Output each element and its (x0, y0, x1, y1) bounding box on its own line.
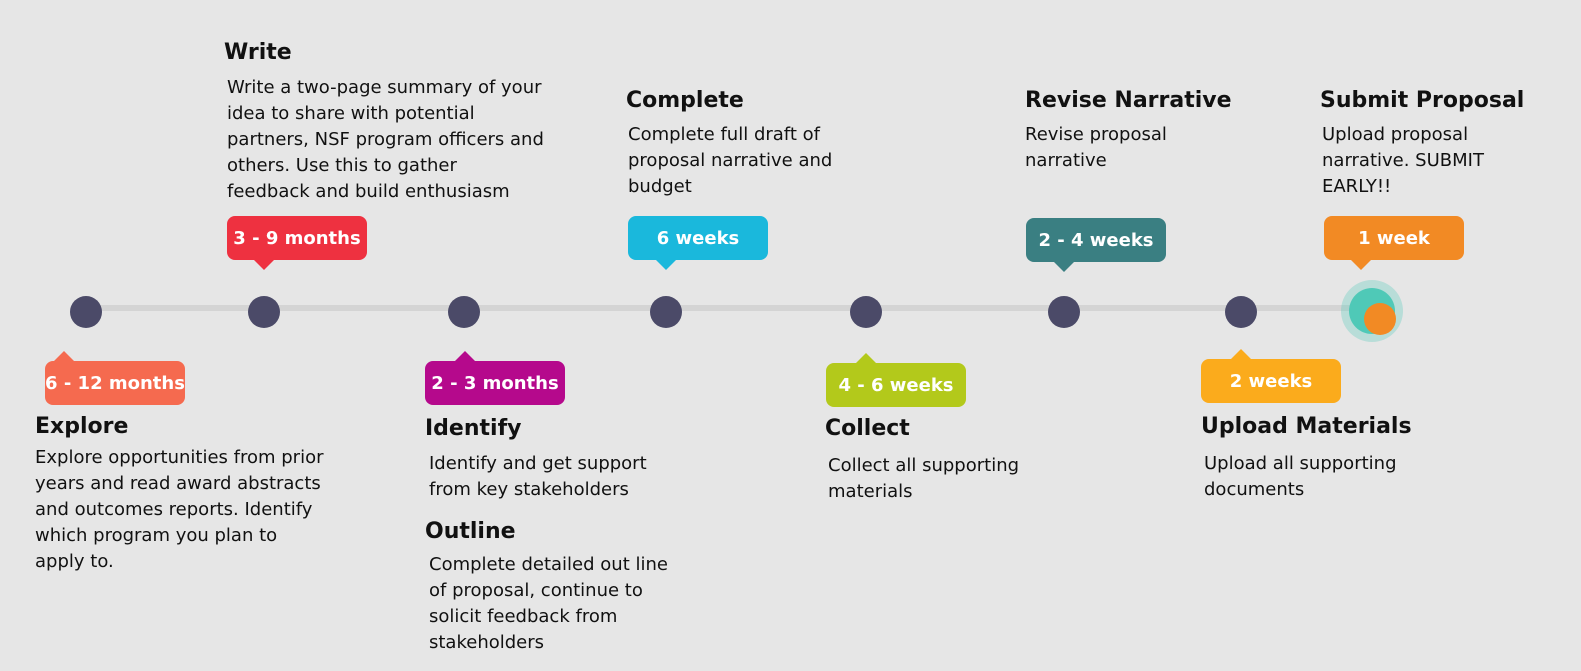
step-description-submit-proposal: Upload proposal narrative. SUBMIT EARLY!… (1322, 124, 1484, 197)
step-description-upload-materials: Upload all supporting documents (1204, 453, 1397, 500)
step-title-collect: Collect (825, 416, 910, 441)
timeline-dot-revise (1048, 296, 1080, 328)
duration-badge-collect: 4 - 6 weeks (826, 353, 966, 407)
step-title-revise-narrative: Revise Narrative (1025, 88, 1232, 113)
duration-badge-submit-proposal: 1 week (1324, 216, 1464, 270)
step-title-identify: Identify (425, 416, 522, 441)
duration-badge-identify: 2 - 3 months (425, 351, 565, 405)
step-title-upload-materials: Upload Materials (1201, 414, 1412, 439)
step-description-explore: Explore opportunities from prior years a… (35, 447, 324, 572)
step-description-revise-narrative: Revise proposal narrative (1025, 124, 1167, 171)
duration-badge-explore: 6 - 12 months (45, 351, 185, 405)
duration-badge-write: 3 - 9 months (227, 216, 367, 270)
duration-badge-revise-narrative: 2 - 4 weeks (1026, 218, 1166, 272)
timeline-dot-write (248, 296, 280, 328)
timeline-dot-collect (850, 296, 882, 328)
duration-badge-complete: 6 weeks (628, 216, 768, 270)
step-title-explore: Explore (35, 414, 129, 439)
step-title-outline: Outline (425, 519, 516, 544)
timeline-line (70, 305, 1370, 311)
step-description-complete: Complete full draft of proposal narrativ… (628, 124, 833, 197)
timeline-dot-complete (650, 296, 682, 328)
step-description-outline: Complete detailed out line of proposal, … (429, 554, 668, 653)
step-description-collect: Collect all supporting materials (828, 455, 1020, 502)
duration-badge-upload-materials: 2 weeks (1201, 349, 1341, 403)
step-description-write: Write a two-page summary of your idea to… (227, 77, 544, 202)
step-title-write: Write (224, 40, 292, 65)
step-title-complete: Complete (626, 88, 744, 113)
timeline-dot-explore (70, 296, 102, 328)
step-title-submit-proposal: Submit Proposal (1320, 88, 1525, 113)
timeline-dot-identify (448, 296, 480, 328)
step-description-identify: Identify and get support from key stakeh… (429, 453, 647, 500)
timeline-dot-upload (1225, 296, 1257, 328)
timeline-dot-submit (1341, 280, 1403, 342)
